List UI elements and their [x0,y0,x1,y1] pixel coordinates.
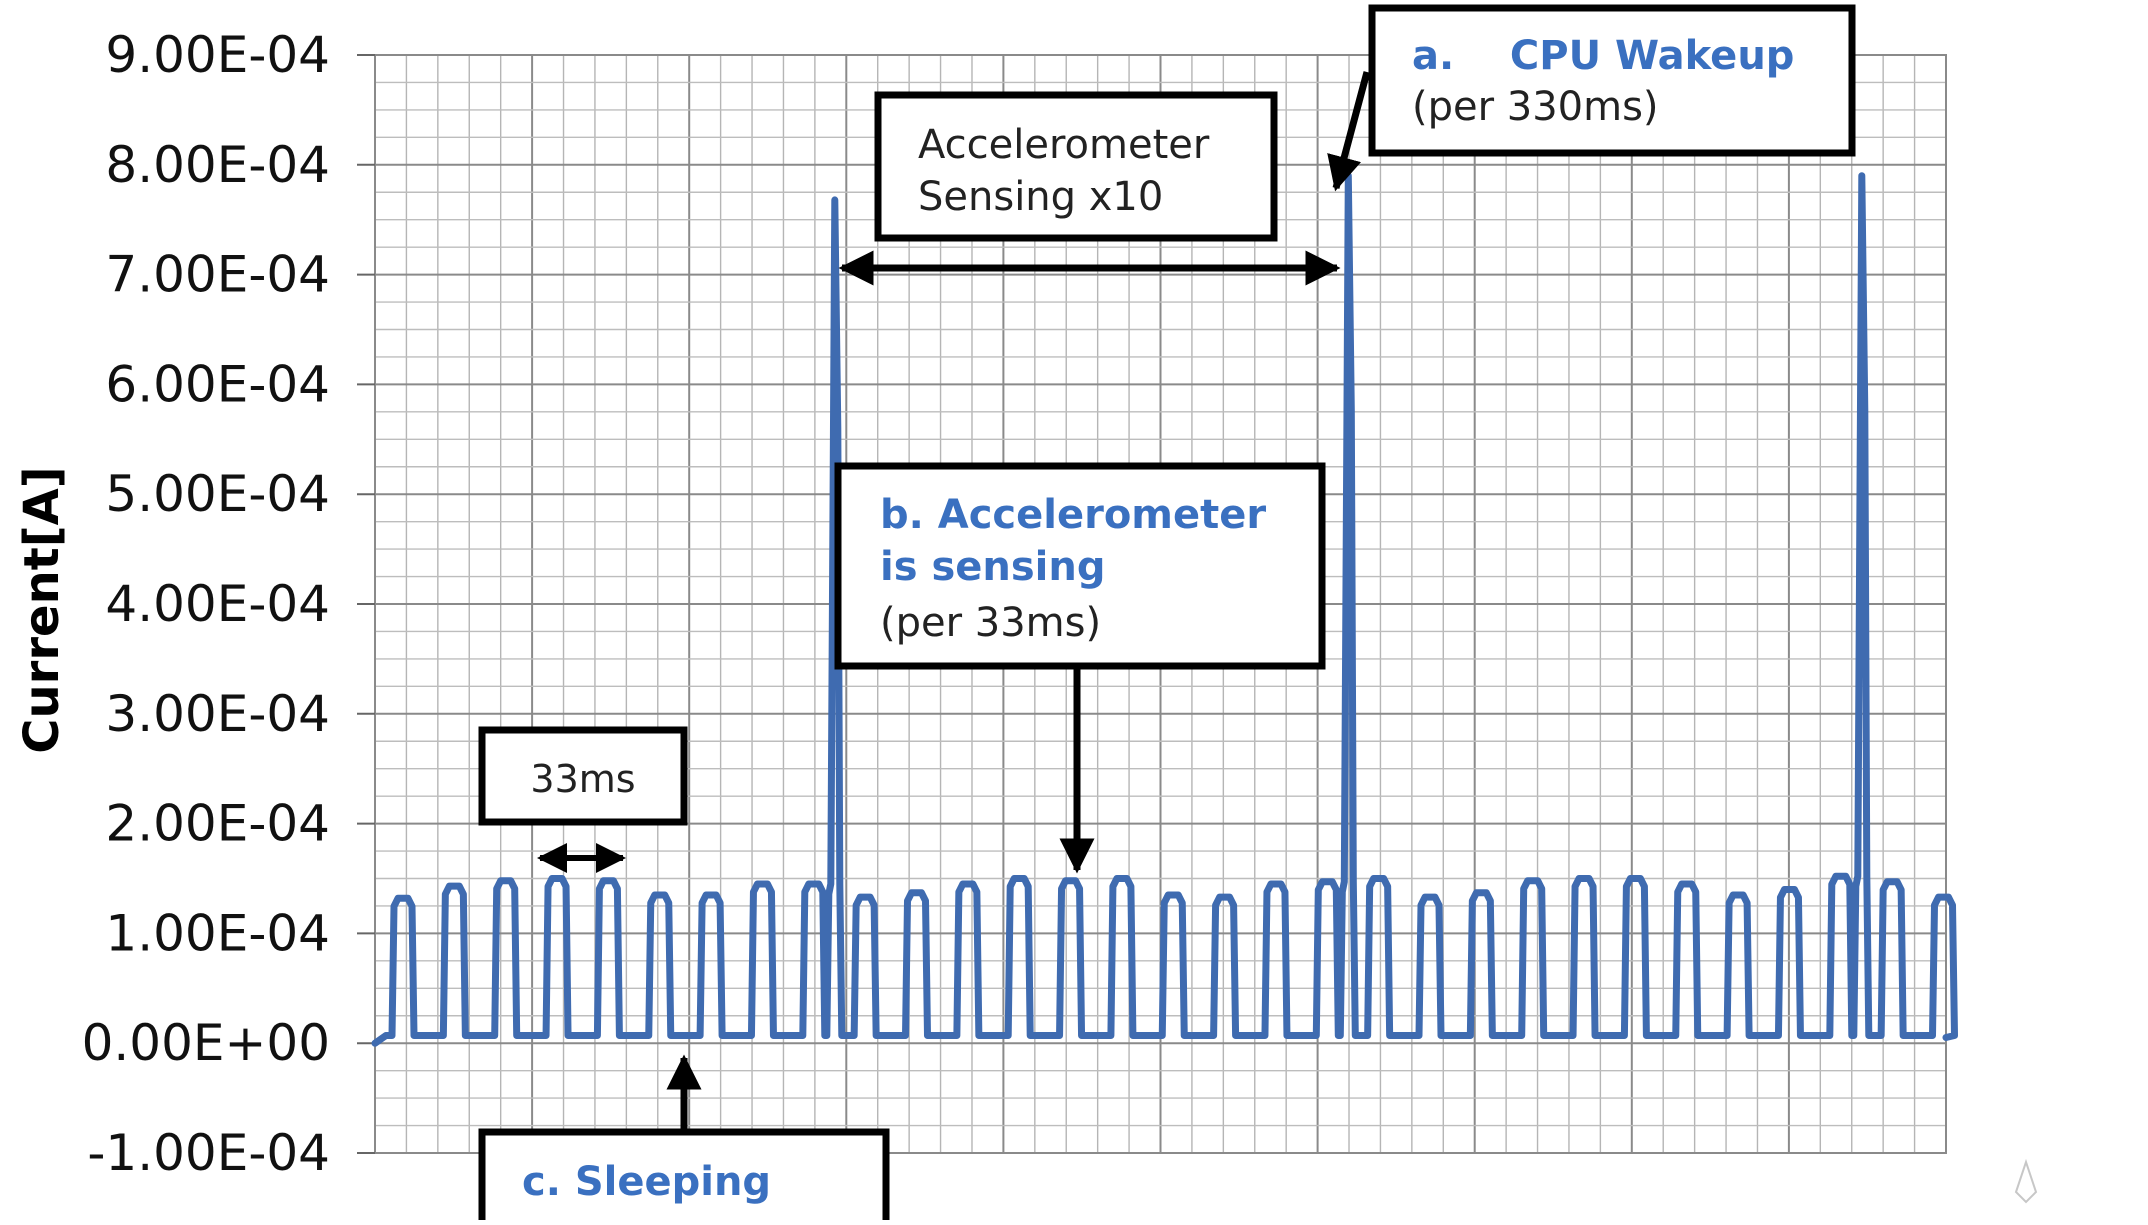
sensing-pulse-peak [761,883,763,885]
sensing-pulse-peak [1275,883,1277,885]
accel-x10-line2: Sensing x10 [918,174,1163,220]
sensing-pulse-peak [1532,880,1534,882]
sensing-pulse-peak [607,880,609,882]
sensing-pulse-peak [916,892,917,894]
sensing-pulse-peak [1172,894,1174,896]
sensing-pulse-peak [1788,888,1790,890]
y-tick-label: 1.00E-04 [105,904,330,962]
y-tick-label: 4.00E-04 [105,575,330,633]
y-tick-label: -1.00E-04 [87,1124,330,1182]
sensing-pulse-peak [1018,878,1020,879]
sensing-pulse-peak [967,883,969,885]
sensing-pulse-peak [1326,881,1328,883]
y-axis-title: Current[A] [14,466,70,753]
y-tick-label: 8.00E-04 [105,136,330,194]
y-axis-ticks: -1.00E-04 0.00E+00 1.00E-04 2.00E-04 3.00E-0… [82,26,375,1182]
sensing-pulse-peak [813,883,815,885]
sensing-pulse-peak [864,896,866,898]
sensing-pulse-peak [1583,878,1585,879]
sensing-pulse-peak [659,894,661,896]
sensing-pulse-peak [505,880,507,882]
y-tick-label: 3.00E-04 [105,685,330,743]
y-tick-label: 0.00E+00 [82,1014,330,1072]
period-label: 33ms [530,757,635,801]
cpu-wakeup-spike-peak [834,199,836,201]
accel-x10-callout: Accelerometer Sensing x10 [838,91,1341,286]
y-tick-label: 9.00E-04 [105,26,330,84]
accel-sensing-callout: b. Accelerometer is sensing (per 33ms) [834,462,1326,874]
series-layer [371,172,1958,1047]
sensing-pulse-peak [1943,896,1944,898]
sensing-pulse-peak [1634,878,1636,879]
cpu-wakeup-spike-peak [1347,175,1349,177]
sensing-pulse-peak [1224,896,1226,898]
sensing-pulse-peak [1070,880,1072,882]
cpu-wakeup-title: a. CPU Wakeup [1412,33,1794,79]
accel-sensing-line2: is sensing [880,544,1106,590]
period-callout: 33ms [478,726,688,873]
sensing-pulse-peak [1378,878,1380,879]
sensing-pulse-peak [1480,892,1482,894]
y-tick-label: 6.00E-04 [105,355,330,413]
sensing-pulse-peak [1737,894,1739,896]
y-tick-label: 2.00E-04 [105,795,330,853]
sensing-pulse-peak [1840,875,1842,877]
accel-sensing-line3: (per 33ms) [880,600,1101,646]
sensing-pulse-peak [1891,881,1893,883]
sensing-pulse-peak [1121,878,1123,879]
sleeping-label: c. Sleeping [522,1159,771,1205]
sensing-pulse-peak [556,878,558,879]
cpu-wakeup-period: (per 330ms) [1412,84,1659,130]
current-series-line [371,172,1958,1047]
y-tick-label: 7.00E-04 [105,246,330,304]
accel-sensing-line1: b. Accelerometer [880,492,1266,538]
sensing-pulse-peak [1429,896,1431,898]
sensing-pulse-peak [402,897,404,899]
sensing-pulse-peak [1686,883,1688,885]
cpu-wakeup-arrow [1327,71,1371,192]
y-tick-label: 5.00E-04 [105,465,330,523]
sleeping-callout: c. Sleeping [478,1054,890,1225]
sensing-pulse-peak [710,894,712,896]
sensing-pulse-peak [453,885,455,887]
cpu-wakeup-spike-peak [1861,175,1863,177]
watermark [2014,1158,2038,1204]
accel-x10-line1: Accelerometer [918,122,1210,168]
cpu-wakeup-callout: a. CPU Wakeup (per 330ms) [1327,4,1856,192]
